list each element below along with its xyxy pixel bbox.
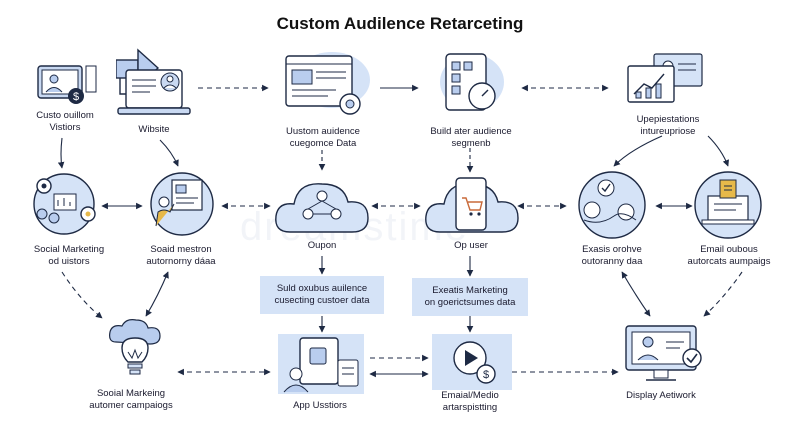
label-upepiestations: Upepiestations intureupriose [636, 114, 700, 137]
presenter-board-icon [150, 172, 214, 236]
lightbulb-cloud-icon [109, 319, 161, 375]
edge-upep-exasis [613, 135, 663, 167]
box-suld-oxubus: Suld oxubus auilence cusecting custoer d… [260, 276, 384, 314]
video-dollar-icon: $ [432, 334, 512, 390]
label-solid-mestron: Soaid mestron autornorny dáaa [146, 244, 216, 267]
label-op-user: Op user [454, 240, 488, 251]
label-social-marketing: Social Marketing od uistors [33, 244, 105, 267]
label-build-audience: Build ater audience segmenb [430, 126, 512, 149]
diagram-title: Custom Audilence Retarceting [276, 14, 524, 33]
tablet-gauge-icon [440, 53, 504, 111]
app-mobile-icon [278, 334, 364, 394]
edge-social-campaigns [61, 271, 103, 319]
display-monitor-check-icon [625, 325, 702, 381]
edge-website-solid [159, 139, 179, 167]
box-exeatis-marketing: Exeatis Marketing on goerictsumes data [412, 278, 528, 316]
analytics-circle-icon [578, 171, 646, 239]
label-email-medio: Emaial/Medio artarspistting [441, 390, 499, 413]
edge-email-display [703, 271, 743, 317]
label-custom-audience-data: Uustom auidence cuegomce Data [286, 126, 360, 149]
email-laptop-icon [694, 171, 762, 239]
edge-solid-campaigns [145, 271, 169, 317]
edge-custo-social [57, 137, 65, 169]
edge-exasis-display [621, 271, 651, 317]
label-oupon: Oupon [307, 240, 337, 251]
label-exasis-orohve: Exasis orohve outoranny daa [581, 244, 643, 267]
label-website: Wibsite [138, 124, 170, 135]
dashboard-chart-icon [627, 53, 703, 103]
label-app-ustiors: App Usstiors [293, 400, 347, 411]
label-display-aetwork: Display Aetiwork [626, 390, 696, 401]
cloud-network-icon [275, 183, 369, 233]
social-gears-icon [33, 173, 96, 235]
monitor-user-dollar-icon: $ [37, 65, 97, 104]
label-custo-visitors: Custo ouillom Vistiors [36, 110, 94, 133]
svg-text:$: $ [483, 369, 489, 381]
browser-window-gear-icon [285, 52, 370, 115]
label-social-campaigns: Sooial Markeing automer campaiogs [89, 388, 173, 411]
website-laptop-icon [116, 48, 191, 115]
svg-text:$: $ [73, 91, 79, 103]
phone-cart-cloud-icon [425, 177, 519, 233]
edge-upep-email [707, 135, 730, 167]
label-email-oubous: Email oubous autorcats aumpaigs [687, 244, 771, 267]
